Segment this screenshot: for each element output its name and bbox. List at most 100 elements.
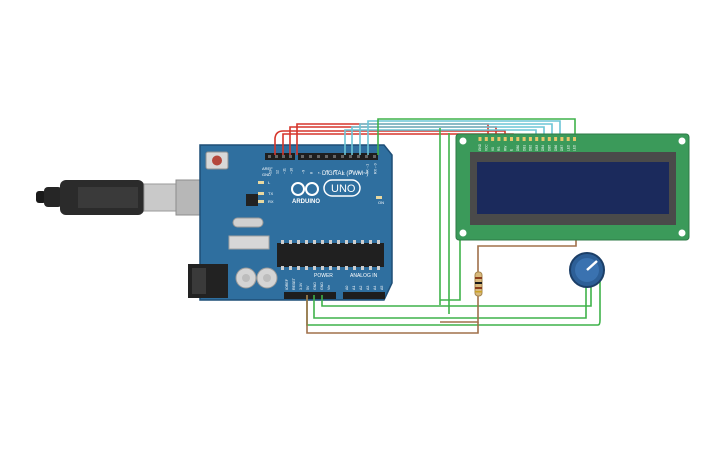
resistor-band-1	[475, 277, 482, 279]
atmega-chip	[277, 243, 384, 267]
crystal-oscillator	[232, 217, 264, 228]
digital-pin-label: TX→1	[366, 164, 370, 174]
lcd-mount-hole-tr	[678, 137, 686, 145]
power-pin-label: Vin	[327, 285, 331, 290]
lcd-pin	[554, 137, 558, 141]
power-pin-label: RESET	[292, 277, 296, 290]
header-analog	[343, 292, 385, 299]
digital-pin-label: ~6	[326, 170, 330, 174]
lcd-pin-label: RW	[503, 146, 507, 151]
resistor-band-3	[475, 287, 482, 289]
led-on-label: ON	[378, 200, 384, 205]
analog-pin-label: A2	[359, 286, 363, 290]
lcd-pin-label: LED	[566, 144, 570, 151]
gnd-label: GND	[262, 172, 271, 177]
analog-pin-label: A0	[345, 286, 349, 290]
analog-pin-label: A3	[366, 286, 370, 290]
atmega-pins	[281, 240, 380, 270]
header-power	[284, 292, 336, 299]
digital-pin-holes	[268, 155, 376, 158]
usb-cable-strain-relief	[44, 187, 62, 207]
lcd-pin-label: DB2	[529, 145, 533, 151]
lcd-mount-hole-bl	[459, 229, 467, 237]
digital-pin-label: 7	[318, 172, 322, 174]
resistor[interactable]	[474, 271, 483, 297]
lcd-pin-label: DB3	[535, 145, 539, 151]
digital-pin-label: 13	[269, 170, 273, 174]
green-wires	[306, 118, 601, 326]
lcd-pin	[484, 137, 488, 141]
digital-pin-label: ~11	[283, 168, 287, 174]
lcd-pin-label: RS	[497, 147, 501, 151]
lcd-pin	[497, 137, 501, 141]
usb-cable[interactable]	[36, 179, 229, 216]
power-pin-label: GND	[313, 282, 317, 290]
usb-cable-tail	[36, 191, 46, 203]
lcd-pin-label: DB7	[560, 145, 564, 151]
lcd-pin	[503, 137, 507, 141]
led-l	[258, 181, 264, 184]
lcd-pin	[560, 137, 564, 141]
wire-brown-lcd	[477, 238, 577, 272]
lcd-pin-label: DB6	[554, 145, 558, 151]
lcd-pin	[478, 137, 482, 141]
wire-green-gnd-2	[306, 280, 601, 326]
lcd-pin-label: DB0	[516, 145, 520, 151]
digital-pin-label: ~3	[350, 170, 354, 174]
digital-pwm-label: DIGITAL (PWM~)	[322, 171, 369, 177]
digital-pin-label: 8	[310, 172, 314, 174]
usb-chip	[246, 194, 258, 206]
analog-in-label: ANALOG IN	[350, 273, 378, 279]
wire-green-gnd-1	[313, 283, 587, 319]
digital-pin-label: ~5	[334, 170, 338, 174]
wire-green-5v	[321, 283, 592, 307]
uno-badge	[323, 179, 361, 197]
power-label: POWER	[314, 273, 333, 279]
digital-pin-label: 12	[276, 170, 280, 174]
lcd-pin-label: V0	[491, 147, 495, 151]
resistor-band-2	[475, 282, 482, 284]
lcd-pin-label: VCC	[485, 144, 489, 151]
digital-pin-label: ~9	[302, 170, 306, 174]
power-pin-label: IOREF	[285, 278, 289, 290]
power-pin-label: GND	[320, 282, 324, 290]
power-pin-label: 5V	[306, 285, 310, 290]
logo-infinity-right	[305, 182, 319, 196]
lcd-pin-label: GND	[478, 143, 482, 151]
wire-red-1	[274, 130, 506, 155]
analog-pin-label: A4	[373, 286, 377, 290]
analog-pin-label: A1	[352, 286, 356, 290]
analog-pin-label: A5	[380, 286, 384, 290]
led-on	[376, 196, 382, 199]
header-digital	[298, 153, 378, 160]
lcd-pin	[528, 137, 532, 141]
lcd-pin-label: E	[510, 149, 514, 151]
led-tx-label: TX	[268, 191, 273, 196]
wire-brown-gnd	[306, 295, 479, 334]
power-jack-inner	[192, 268, 206, 294]
lcd-pin-label: DB4	[541, 145, 545, 151]
potentiometer-indicator	[586, 260, 598, 271]
lcd-screen	[477, 162, 669, 214]
led-tx	[258, 192, 264, 195]
uno-model-text: UNO	[331, 183, 356, 195]
header-left	[265, 153, 295, 160]
lcd-pin-label: DB1	[522, 145, 526, 151]
led-rx-label: RX	[268, 199, 274, 204]
wire-blue-3	[359, 123, 553, 155]
arduino-logo: ARDUINO	[291, 182, 320, 205]
lcd-pin-label: DB5	[548, 145, 552, 151]
lcd-mount-hole-tl	[459, 137, 467, 145]
potentiometer[interactable]	[569, 252, 605, 288]
status-leds: L TX RX ON	[258, 180, 384, 205]
lcd-pin-header	[478, 137, 576, 141]
resistor-band-4	[475, 291, 482, 293]
wire-green-top	[377, 118, 576, 155]
